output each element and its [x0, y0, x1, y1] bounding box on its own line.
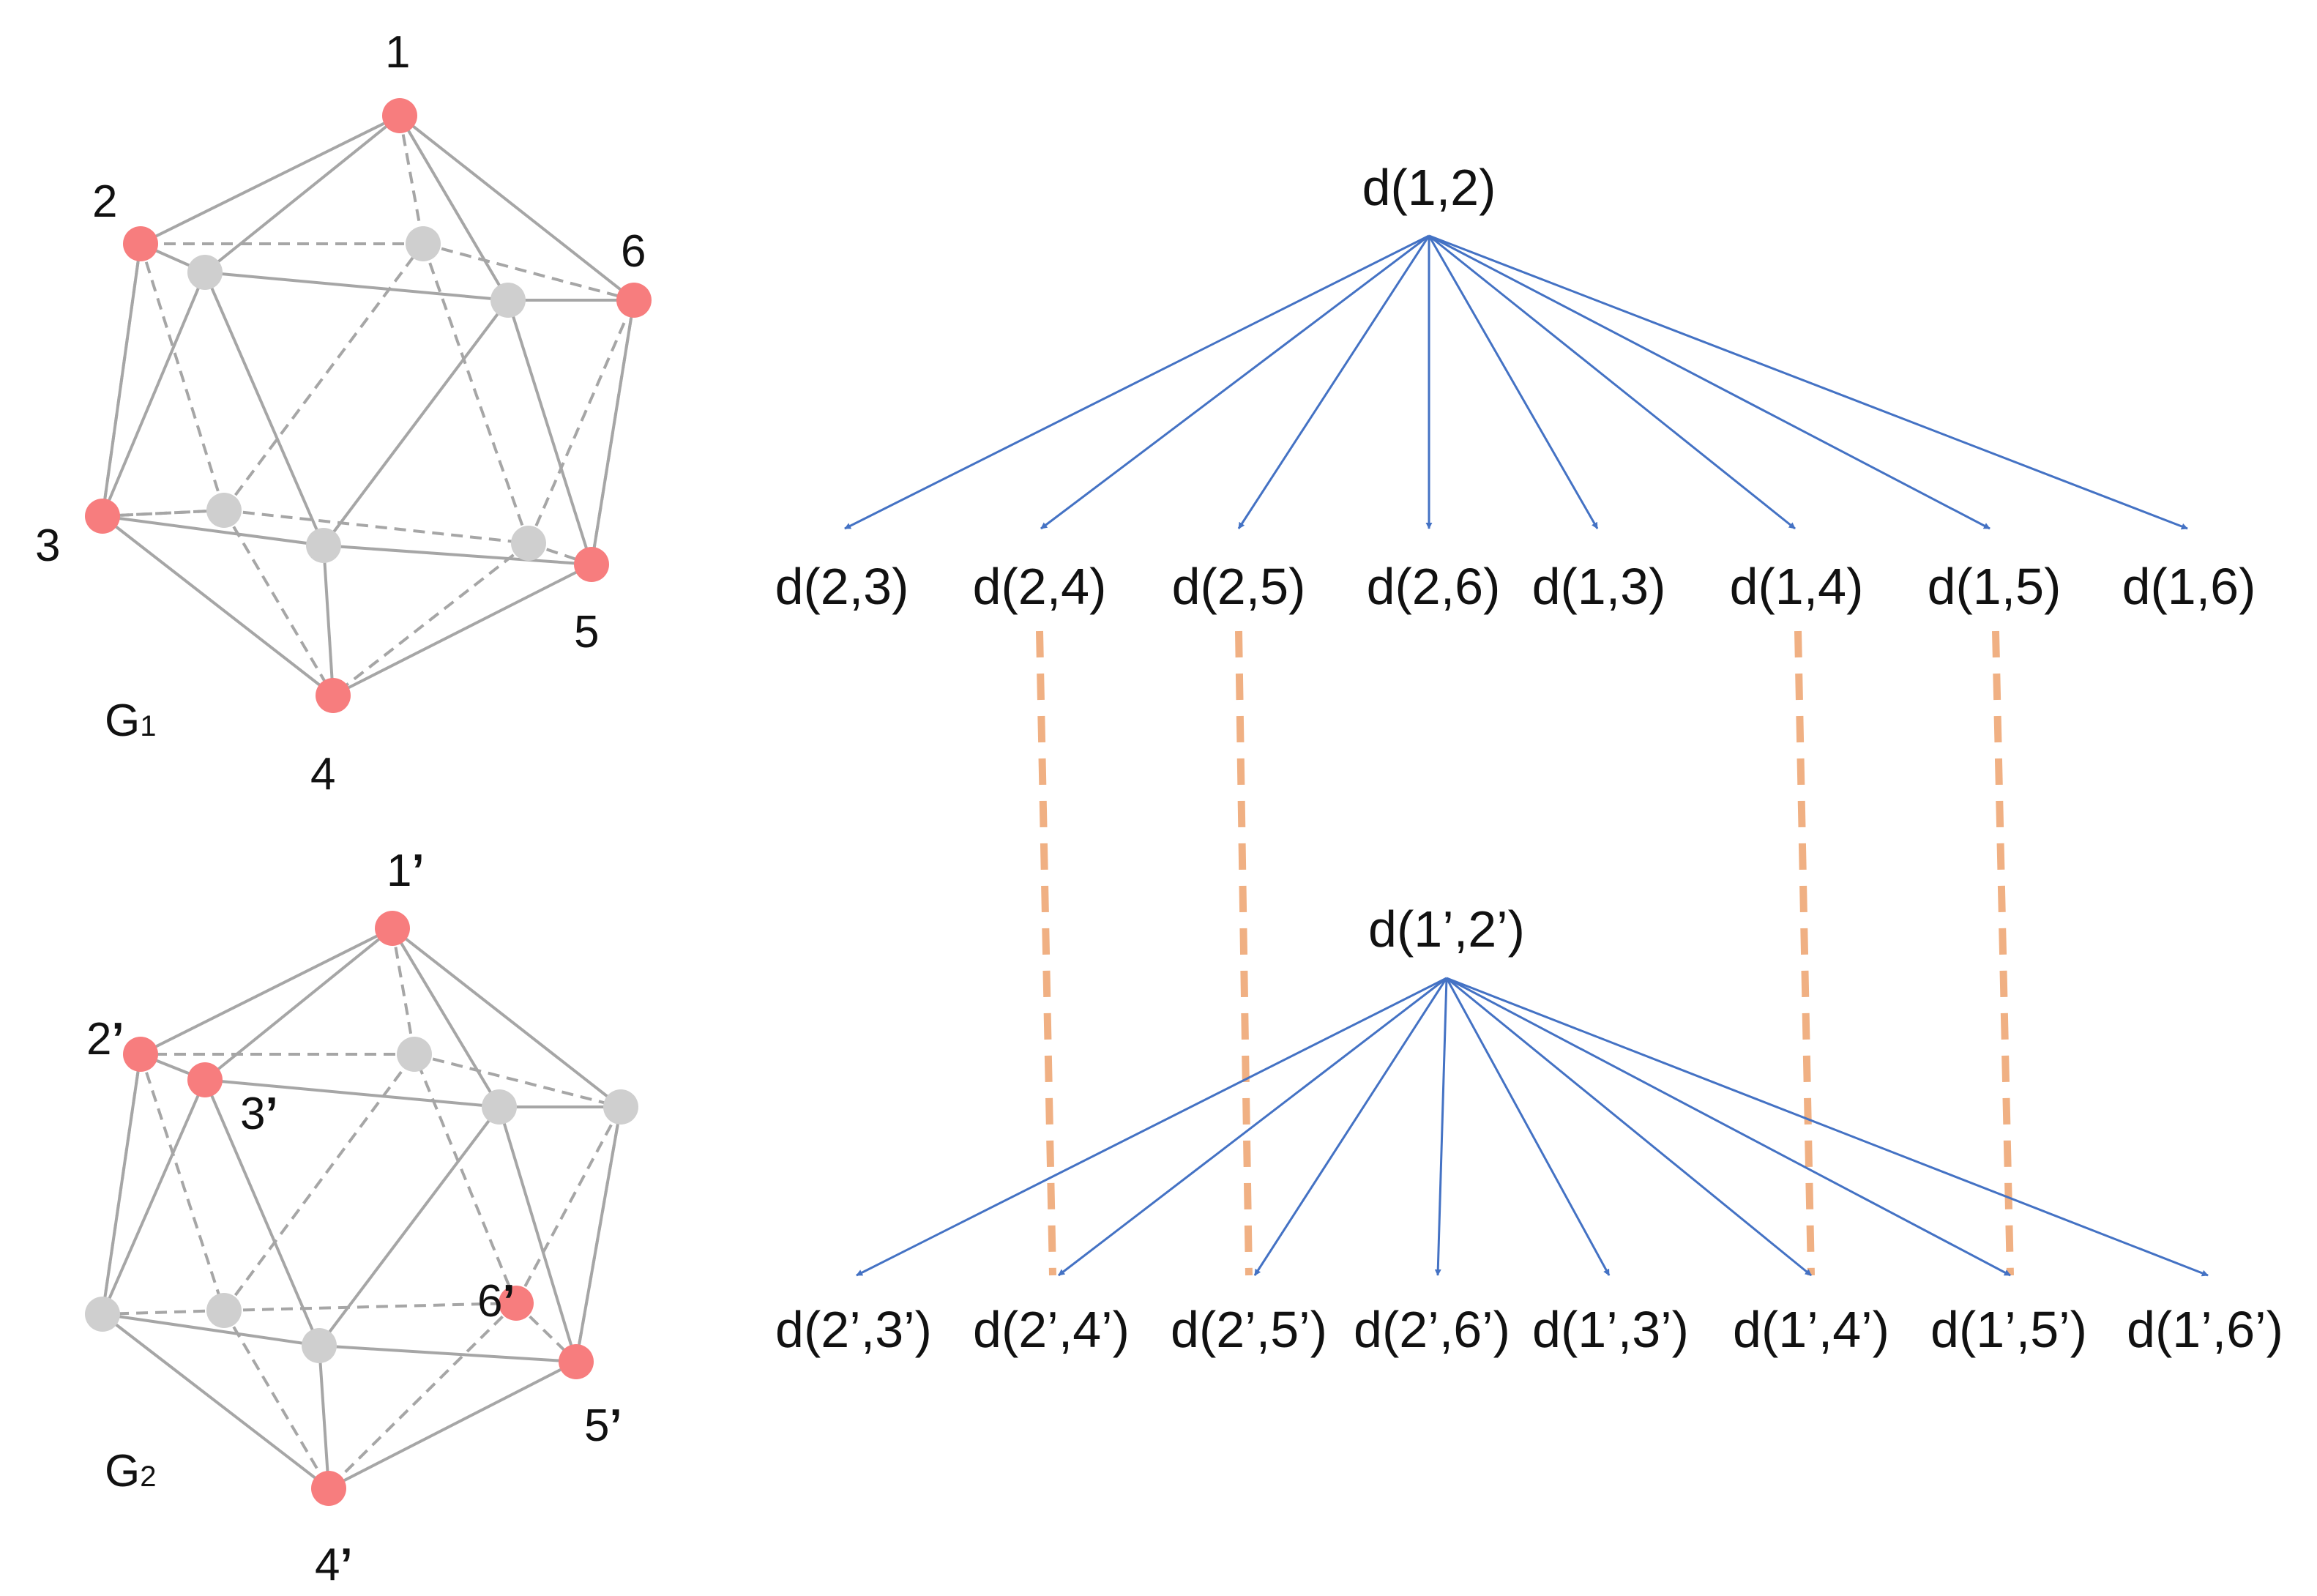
g1-graph-label: G1 — [105, 696, 156, 746]
tree2-child: d(1’,5’) — [1930, 1301, 2087, 1358]
g2-vertex-2 — [123, 1037, 158, 1072]
match-line-2-5 — [1235, 630, 1253, 1276]
tree2-children: d(2’,3’) d(2’,4’) d(2’,5’) d(2’,6’) d(1’… — [775, 1301, 2283, 1358]
g1-label-5: 5 — [574, 607, 599, 657]
tree1-child: d(2,6) — [1367, 558, 1501, 615]
tree2-arrow-4 — [1434, 977, 1448, 1276]
g2-vertex-4 — [311, 1471, 346, 1506]
g1-vertex-labels: 1 2 3 4 5 6 — [35, 27, 646, 799]
g1-visible-edges — [101, 114, 635, 697]
match-line-1-5 — [1992, 630, 2014, 1276]
tree1-child: d(1,5) — [1928, 558, 2062, 615]
tree2-child: d(2’,6’) — [1354, 1301, 1510, 1358]
tree1-children: d(2,3) d(2,4) d(2,5) d(2,6) d(1,3) d(1,4… — [775, 558, 2256, 615]
g2-label-6: 6’ — [477, 1276, 515, 1327]
tree1-arrow-1 — [844, 234, 1430, 530]
tree2-arrow-8 — [1446, 977, 2209, 1277]
g2-vertex-back-top — [397, 1037, 432, 1072]
g1-vertex-2 — [123, 226, 158, 261]
g1-vertex-front-left — [187, 255, 223, 290]
graph-g2: 1’ 2’ 3’ 6’ 5’ 4’ G2 — [85, 846, 638, 1590]
g1-label-6: 6 — [621, 226, 646, 277]
g2-label-4: 4’ — [315, 1540, 353, 1590]
g2-vertex-back-left — [206, 1293, 242, 1328]
g1-vertex-back-left — [206, 493, 242, 528]
g2-graph-label: G2 — [105, 1446, 156, 1496]
tree1-arrows — [844, 234, 2188, 530]
g2-hidden-edges — [101, 928, 622, 1490]
tree1-child: d(2,4) — [973, 558, 1107, 615]
g2-vertices — [85, 911, 638, 1506]
g1-vertex-front-right — [490, 283, 526, 318]
tree2-child: d(2’,3’) — [775, 1301, 932, 1358]
g1-label-3: 3 — [35, 521, 60, 571]
tree2-arrow-7 — [1446, 977, 2011, 1277]
g1-vertex-5 — [574, 547, 609, 582]
tree2-arrow-3 — [1253, 977, 1448, 1276]
g1-label-2: 2 — [92, 176, 117, 227]
tree1-child: d(1,3) — [1532, 558, 1666, 615]
tree1-arrow-8 — [1428, 234, 2188, 530]
g1-vertex-front-bottom — [306, 528, 341, 563]
tree-1: d(1,2) d(2,3) d(2,4) d(2,5) d(2,6) d(1,3… — [775, 159, 2256, 615]
g2-vertex-right — [603, 1089, 638, 1125]
tree1-child: d(2,3) — [775, 558, 909, 615]
g2-vertex-1 — [375, 911, 410, 946]
g2-vertex-5 — [559, 1344, 594, 1379]
g2-vertex-front-bottom — [302, 1328, 337, 1363]
tree2-arrow-5 — [1445, 977, 1611, 1276]
g1-vertices — [85, 98, 652, 713]
tree1-child: d(2,5) — [1172, 558, 1306, 615]
tree1-root: d(1,2) — [1362, 159, 1496, 216]
g1-vertex-4 — [316, 678, 351, 713]
tree2-child: d(1’,3’) — [1532, 1301, 1689, 1358]
g2-vertex-labels: 1’ 2’ 3’ 6’ 5’ 4’ — [86, 846, 622, 1590]
tree1-arrow-7 — [1428, 234, 1990, 530]
graph-g1: 1 2 3 4 5 6 G1 — [35, 27, 652, 799]
g1-label-4: 4 — [310, 749, 335, 799]
g1-vertex-back-top — [406, 226, 441, 261]
g2-label-2: 2’ — [86, 1014, 124, 1064]
g1-hidden-edges — [101, 115, 635, 697]
tree-2: d(1’,2’) d(2’,3’) d(2’,4’) d(2’,5’) d(2’… — [775, 900, 2283, 1358]
tree1-child: d(1,6) — [2122, 558, 2256, 615]
tree2-child: d(2’,4’) — [973, 1301, 1130, 1358]
g2-vertex-6 — [499, 1286, 534, 1321]
g2-visible-edges — [101, 927, 622, 1490]
g1-label-1: 1 — [385, 27, 410, 78]
g1-vertex-6 — [616, 283, 652, 318]
tree2-arrows — [856, 977, 2209, 1277]
tree2-root: d(1’,2’) — [1368, 900, 1525, 958]
tree2-arrow-1 — [856, 977, 1447, 1277]
tree2-child: d(1’,6’) — [2127, 1301, 2283, 1358]
g2-vertex-front-right — [482, 1089, 517, 1125]
tree1-arrow-2 — [1040, 234, 1430, 530]
tree1-arrow-5 — [1428, 235, 1599, 529]
g1-vertex-1 — [382, 98, 417, 133]
tree2-arrow-6 — [1446, 977, 1812, 1277]
g2-vertex-left — [85, 1297, 120, 1332]
g2-label-1: 1’ — [387, 846, 425, 896]
tree2-arrow-2 — [1058, 977, 1447, 1277]
g2-label-5: 5’ — [584, 1401, 622, 1451]
tree2-child: d(2’,5’) — [1171, 1301, 1327, 1358]
tree1-arrow-6 — [1428, 234, 1796, 530]
g2-label-3: 3’ — [240, 1089, 278, 1139]
tree1-child: d(1,4) — [1730, 558, 1864, 615]
match-lines — [1036, 630, 2014, 1276]
tree2-child: d(1’,4’) — [1733, 1301, 1889, 1358]
g1-vertex-back-right — [511, 526, 546, 561]
g1-vertex-3 — [85, 499, 120, 534]
g2-vertex-3 — [187, 1062, 223, 1097]
match-line-1-4 — [1794, 630, 1815, 1276]
match-line-2-4 — [1036, 630, 1056, 1276]
tree1-arrow-3 — [1237, 235, 1430, 529]
